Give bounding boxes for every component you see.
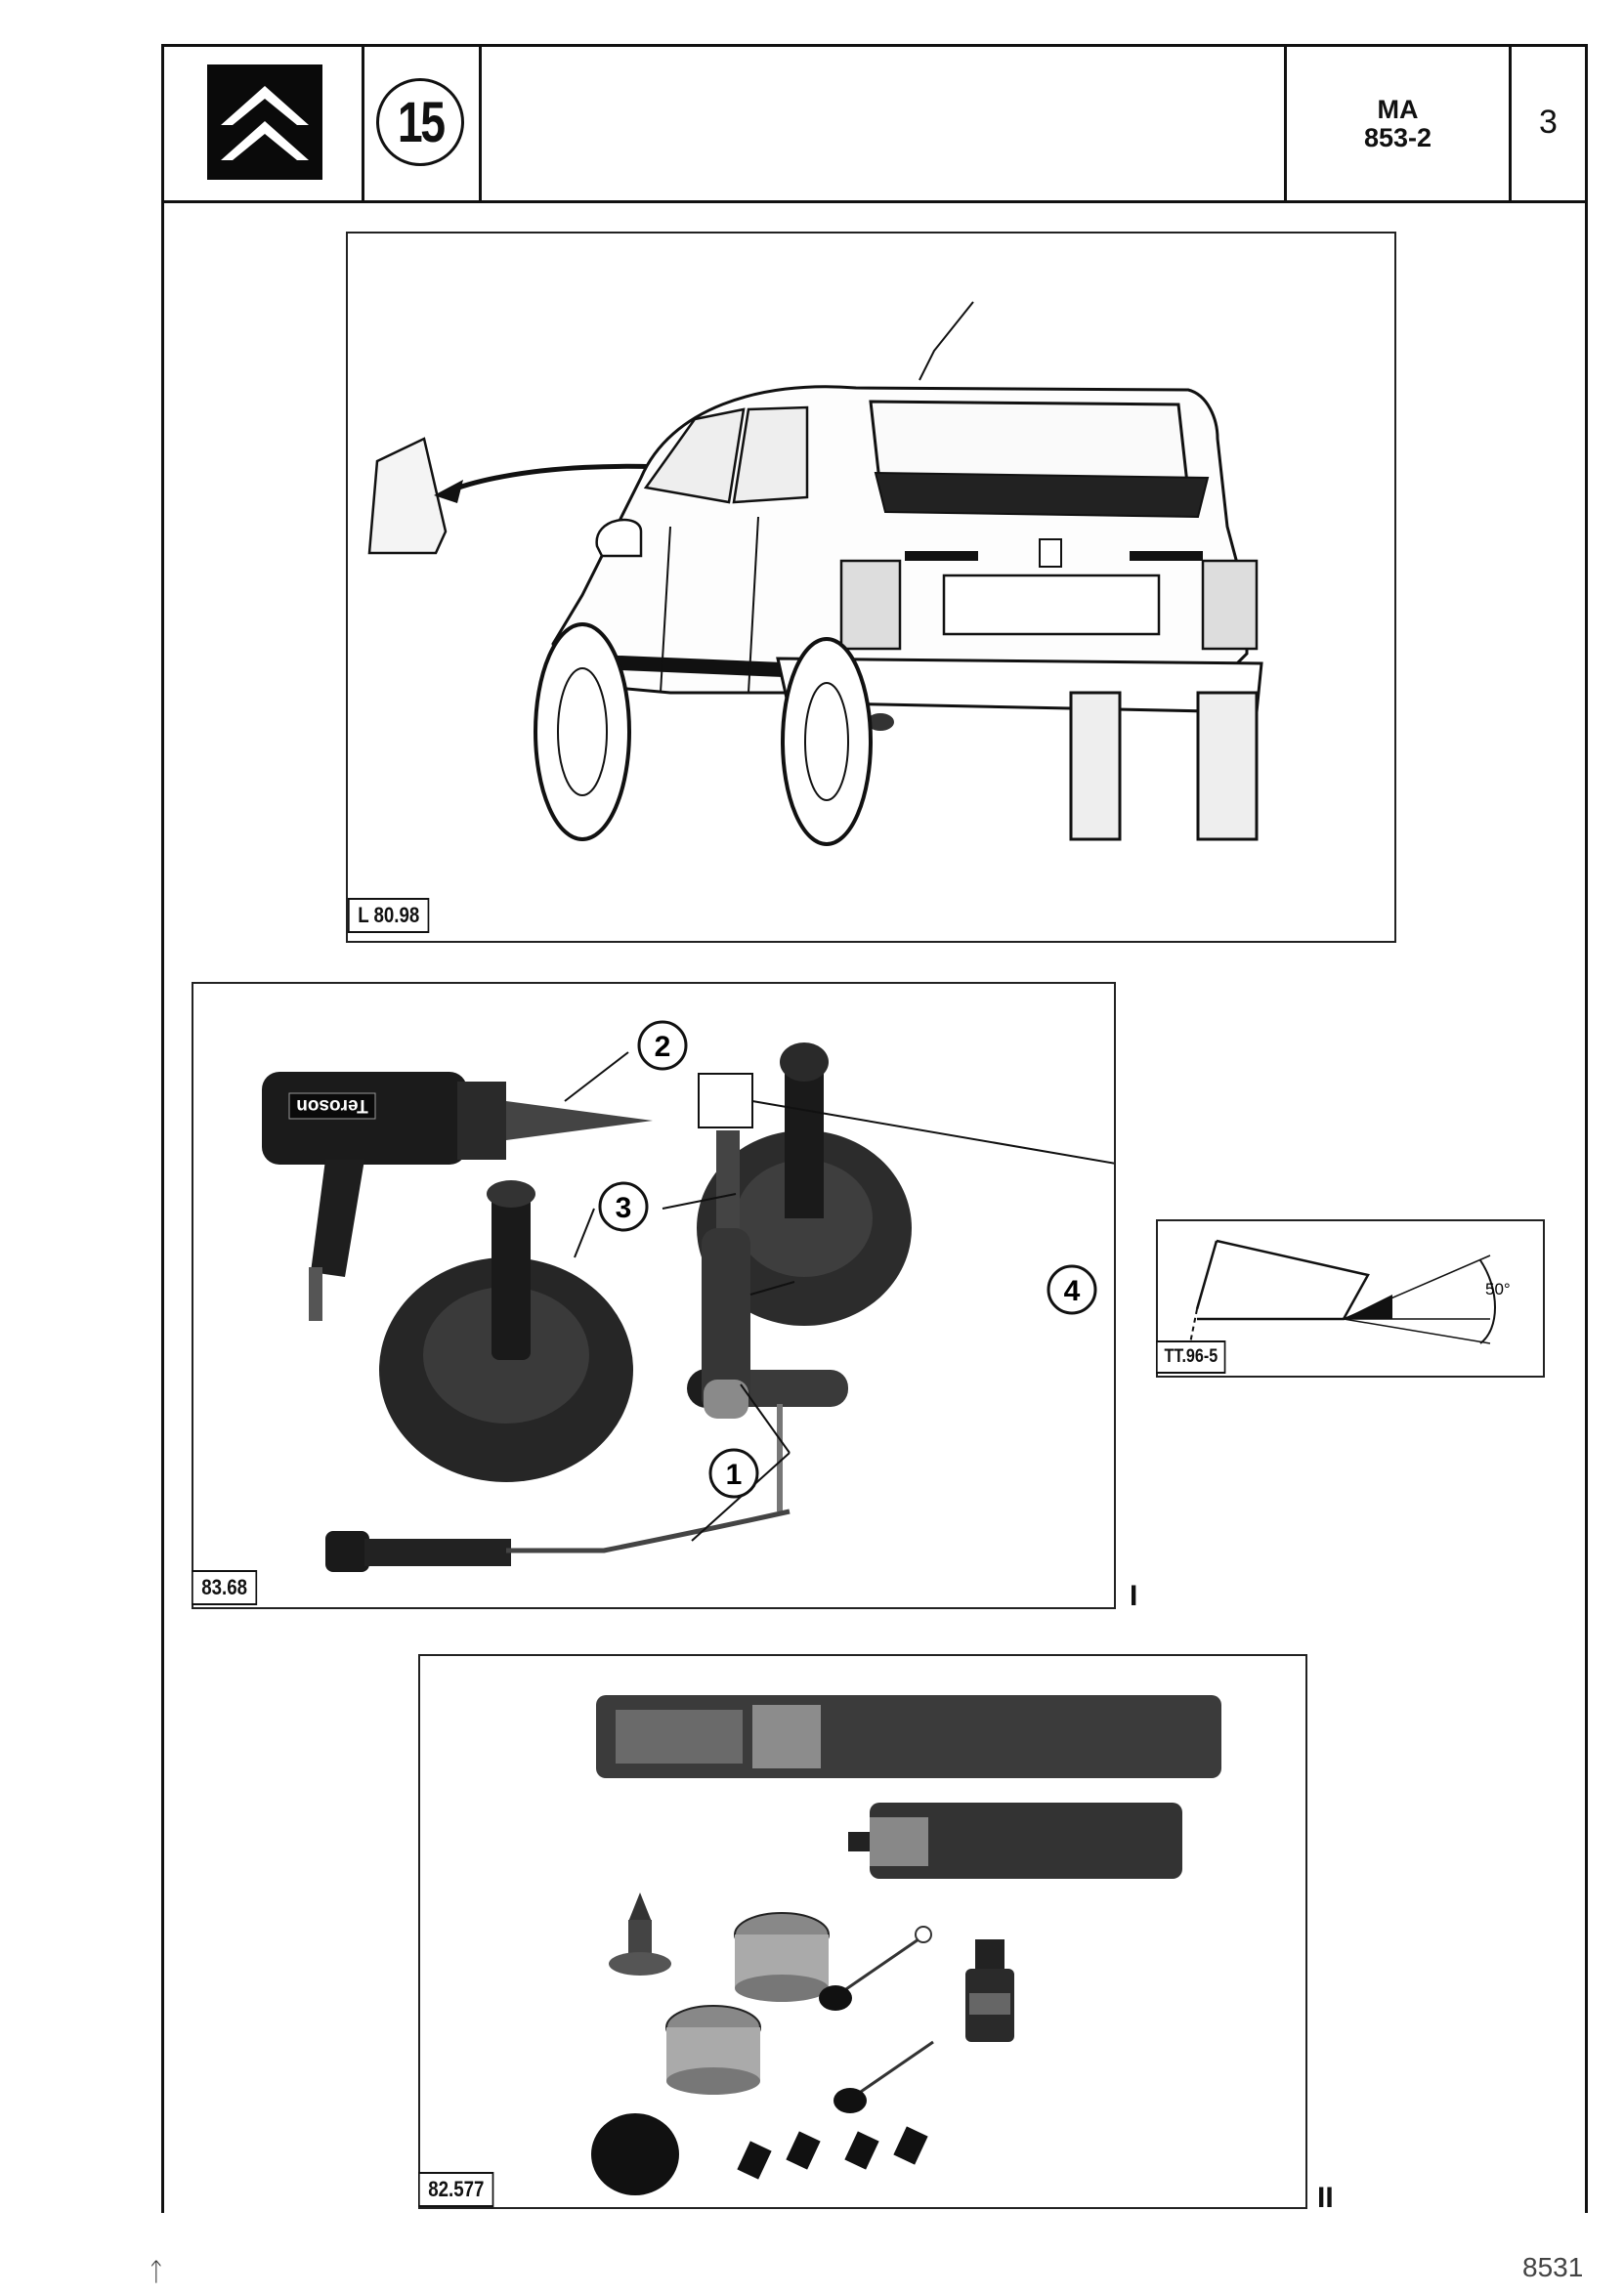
repair-kit-photo: [591, 1695, 1221, 2195]
doc-code-cell: MA 853-2: [1287, 47, 1512, 200]
chapter-badge: 15: [376, 78, 464, 166]
figure-tools: Teroson: [192, 982, 1123, 1609]
car-rear-illustration: [367, 301, 1263, 846]
gun-brand-text: Teroson: [296, 1095, 368, 1116]
figure-car: L 80.98: [346, 232, 1396, 943]
tools-photo: Teroson: [262, 1020, 1123, 1572]
figure-car-ref: L 80.98: [348, 898, 430, 933]
figure-tools-ref: 83.68: [192, 1570, 258, 1605]
callout-4: 4: [1064, 1275, 1081, 1307]
logo-cell: [164, 47, 364, 200]
figure-detail-ref: TT.96-5: [1156, 1340, 1226, 1374]
callout-2: 2: [655, 1031, 671, 1063]
doc-code-line2: 853-2: [1363, 123, 1432, 152]
callout-1: 1: [726, 1459, 743, 1491]
citroen-logo-icon: [207, 64, 322, 180]
figure-kit-ref: 82.577: [418, 2172, 494, 2207]
chapter-cell: 15: [364, 47, 482, 200]
detail-angle-text: 50°: [1485, 1280, 1511, 1298]
title-cell: [482, 47, 1287, 200]
footer-left-mark: ᛏ: [149, 2257, 164, 2286]
page-number: 3: [1539, 104, 1558, 141]
figure-tool-detail: 50° TT.96-5: [1156, 1219, 1545, 1378]
page-number-cell: 3: [1512, 47, 1585, 200]
doc-code-line1: MA: [1377, 95, 1419, 124]
footer-right-mark: 8531: [1522, 2252, 1584, 2282]
chapter-number: 15: [397, 90, 446, 154]
figure-kit-roman: II: [1317, 2182, 1334, 2214]
chisel-detail-drawing: 50°: [1186, 1239, 1511, 1359]
figure-tools-roman: I: [1130, 1580, 1138, 1612]
callout-3: 3: [616, 1192, 632, 1224]
figure-kit: 82.577: [418, 1654, 1307, 2209]
header-row: 15 MA 853-2 3: [161, 44, 1588, 203]
